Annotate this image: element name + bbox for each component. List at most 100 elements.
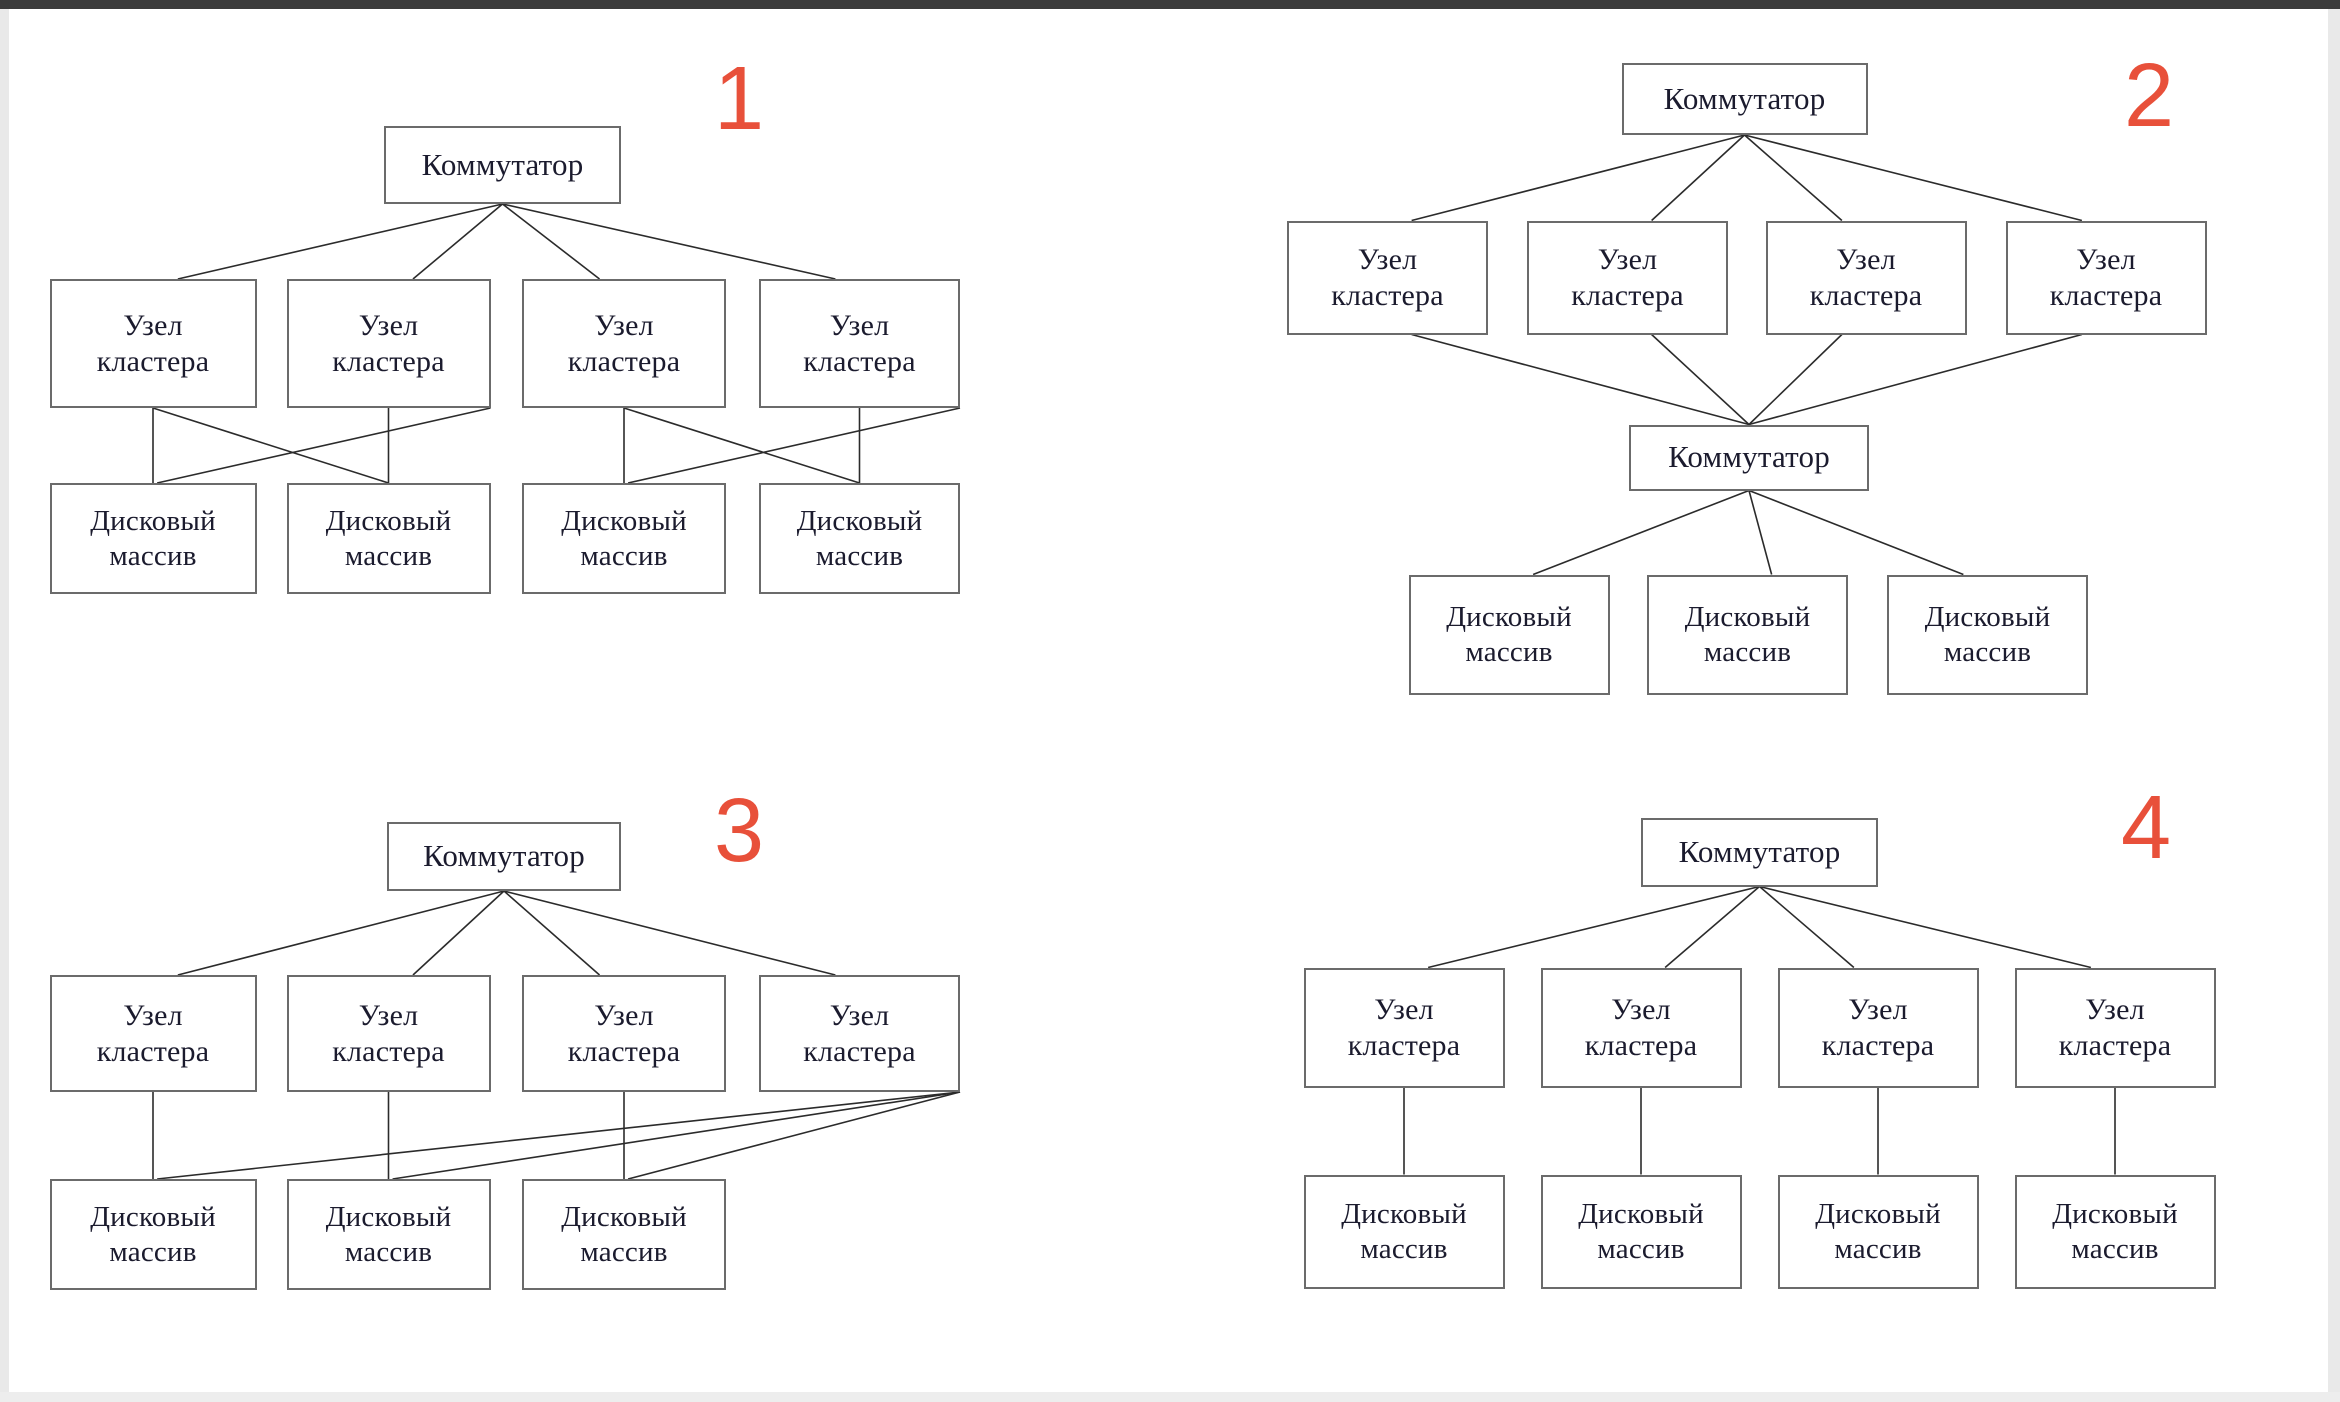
diagram-3-link-cluster-node-4-to-disk-array-1 bbox=[157, 1091, 961, 1180]
diagram-2-link-switch-bottom-to-disk-array-3 bbox=[1748, 489, 1964, 576]
cluster-node-label-line-2: кластера bbox=[1821, 1028, 1935, 1062]
disk-array-label-line-2: массив bbox=[344, 539, 433, 572]
disk-array-label-line-2: массив bbox=[1703, 635, 1792, 668]
disk-array-label-line-1: Дисковый bbox=[1341, 1198, 1467, 1231]
disk-array-label-line-1: Дисковый bbox=[1924, 601, 2051, 634]
cluster-node-label-line-2: кластера bbox=[1584, 1028, 1698, 1062]
page-bottom-edge bbox=[0, 1392, 2340, 1402]
cluster-node-label-line-2: кластера bbox=[803, 344, 916, 378]
disk-array-label-line-1: Дисковый bbox=[1815, 1198, 1941, 1231]
switch-label: Коммутатор bbox=[1663, 80, 1826, 116]
disk-array-label-line-1: Дисковый bbox=[2052, 1198, 2178, 1231]
disk-array-label-line-2: массив bbox=[1834, 1232, 1922, 1265]
cluster-node-label-line-2: кластера bbox=[567, 344, 681, 378]
diagram-1-link-switch-top-to-cluster-node-4 bbox=[502, 203, 836, 280]
diagram-2-link-switch-top-to-cluster-node-1 bbox=[1411, 134, 1745, 222]
switch-label: Коммутатор bbox=[421, 146, 584, 182]
disk-array-label-line-1: Дисковый bbox=[325, 1201, 452, 1234]
diagram-2-link-switch-bottom-to-disk-array-2 bbox=[1748, 490, 1773, 575]
diagram-3-switch-top: Коммутатор bbox=[387, 822, 621, 891]
cluster-node-label-line-1: Узел bbox=[594, 309, 654, 343]
diagram-3-link-switch-top-to-cluster-node-1 bbox=[177, 890, 505, 976]
diagram-1-switch-top: Коммутатор bbox=[384, 126, 621, 204]
cluster-node-label-line-2: кластера bbox=[1331, 278, 1444, 312]
diagram-3-numeral: 3 bbox=[714, 781, 764, 881]
cluster-node-label-line-1: Узел bbox=[1836, 243, 1896, 277]
disk-array-label-line-1: Дисковый bbox=[90, 505, 216, 538]
diagram-1-link-switch-top-to-cluster-node-2 bbox=[412, 203, 504, 280]
switch-label: Коммутатор bbox=[1678, 833, 1841, 869]
cluster-node-label-line-1: Узел bbox=[1611, 993, 1671, 1027]
disk-array-label-line-2: массив bbox=[580, 1235, 668, 1268]
cluster-node-label-line-1: Узел bbox=[123, 309, 183, 343]
cluster-node-label-line-1: Узел bbox=[1848, 993, 1908, 1027]
diagram-4-switch-top: Коммутатор bbox=[1641, 817, 1878, 887]
cluster-node-label-line-2: кластера bbox=[96, 1034, 210, 1068]
cluster-node-label-line-1: Узел bbox=[123, 999, 183, 1033]
diagram-2-link-switch-top-to-cluster-node-4 bbox=[1744, 134, 2083, 222]
cluster-node-label-line-1: Узел bbox=[829, 999, 890, 1033]
cluster-node-label-line-2: кластера bbox=[803, 1034, 916, 1068]
diagram-1-numeral: 1 bbox=[714, 49, 764, 149]
diagram-3-link-cluster-node-4-to-disk-array-2 bbox=[392, 1091, 961, 1180]
cluster-node-label-line-2: кластера bbox=[1347, 1028, 1461, 1062]
cluster-node-label-line-1: Узел bbox=[358, 999, 419, 1033]
cluster-node-label-line-2: кластера bbox=[1571, 278, 1684, 312]
disk-array-label-line-2: массив bbox=[109, 539, 197, 572]
disk-array-label-line-2: массив bbox=[2071, 1232, 2159, 1265]
cluster-node-label-line-1: Узел bbox=[829, 309, 890, 343]
disk-array-label-line-1: Дисковый bbox=[90, 1201, 216, 1234]
cluster-node-label-line-2: кластера bbox=[2058, 1028, 2172, 1062]
cluster-node-label-line-2: кластера bbox=[96, 344, 210, 378]
diagram-1-link-cluster-node-4-to-disk-array-3 bbox=[627, 407, 961, 484]
cluster-node-label-line-1: Узел bbox=[1374, 993, 1434, 1027]
diagram-2-link-cluster-node-1-to-switch-bottom bbox=[1411, 333, 1750, 426]
disk-array-label-line-2: массив bbox=[1597, 1232, 1685, 1265]
cluster-node-label-line-2: кластера bbox=[567, 1034, 681, 1068]
cluster-node-label-line-1: Узел bbox=[358, 309, 419, 343]
disk-array-label-line-2: массив bbox=[815, 539, 904, 572]
cluster-node-label-line-2: кластера bbox=[332, 1034, 445, 1068]
disk-array-label-line-2: массив bbox=[1360, 1232, 1448, 1265]
diagram-2-link-switch-top-to-cluster-node-3 bbox=[1743, 134, 1843, 222]
cluster-node-label-line-1: Узел bbox=[1357, 243, 1418, 277]
cluster-node-label-line-1: Узел bbox=[594, 999, 654, 1033]
window-top-border bbox=[0, 0, 2340, 9]
diagram-4-link-switch-top-to-cluster-node-1 bbox=[1427, 885, 1760, 969]
diagram-2-link-switch-bottom-to-disk-array-1 bbox=[1532, 489, 1750, 576]
disk-array-label-line-2: массив bbox=[1943, 635, 2032, 668]
diagram-2-switch-bottom: Коммутатор bbox=[1629, 424, 1869, 491]
diagram-1-link-cluster-node-2-to-disk-array-1 bbox=[156, 407, 491, 484]
diagram-2-numeral: 2 bbox=[2124, 46, 2174, 146]
cluster-node-label-line-1: Узел bbox=[2076, 243, 2136, 277]
disk-array-label-line-1: Дисковый bbox=[561, 505, 687, 538]
diagram-2-link-switch-top-to-cluster-node-2 bbox=[1651, 134, 1746, 222]
cluster-node-label-line-2: кластера bbox=[1809, 278, 1923, 312]
disk-array-label-line-2: массив bbox=[109, 1235, 197, 1268]
diagram-1-link-cluster-node-1-to-disk-array-2 bbox=[152, 407, 389, 484]
